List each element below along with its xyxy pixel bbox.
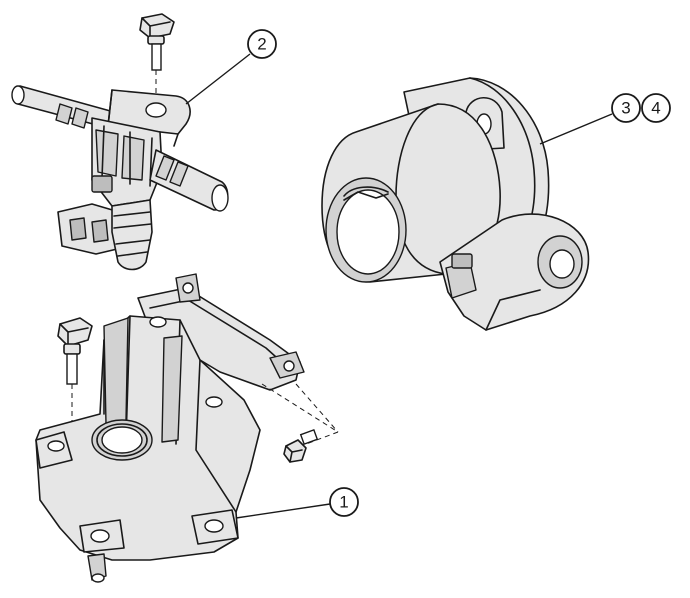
callout-1-label: 1	[339, 493, 348, 512]
callout-1: 1	[235, 487, 359, 519]
injector-nozzle	[111, 199, 153, 271]
housing-bolt	[57, 317, 93, 430]
callout-4-label: 4	[651, 99, 660, 118]
callout-2-label: 2	[257, 35, 266, 54]
callout-2: 2	[185, 29, 277, 105]
callout-3-label: 3	[621, 99, 630, 118]
callout-3-4: 3 4	[539, 93, 671, 145]
fuel-injector-assembly	[11, 13, 229, 271]
intake-housing	[35, 273, 339, 583]
throttle-body	[321, 77, 590, 331]
injector-bolt	[139, 13, 175, 96]
flange-bolt	[283, 429, 319, 463]
